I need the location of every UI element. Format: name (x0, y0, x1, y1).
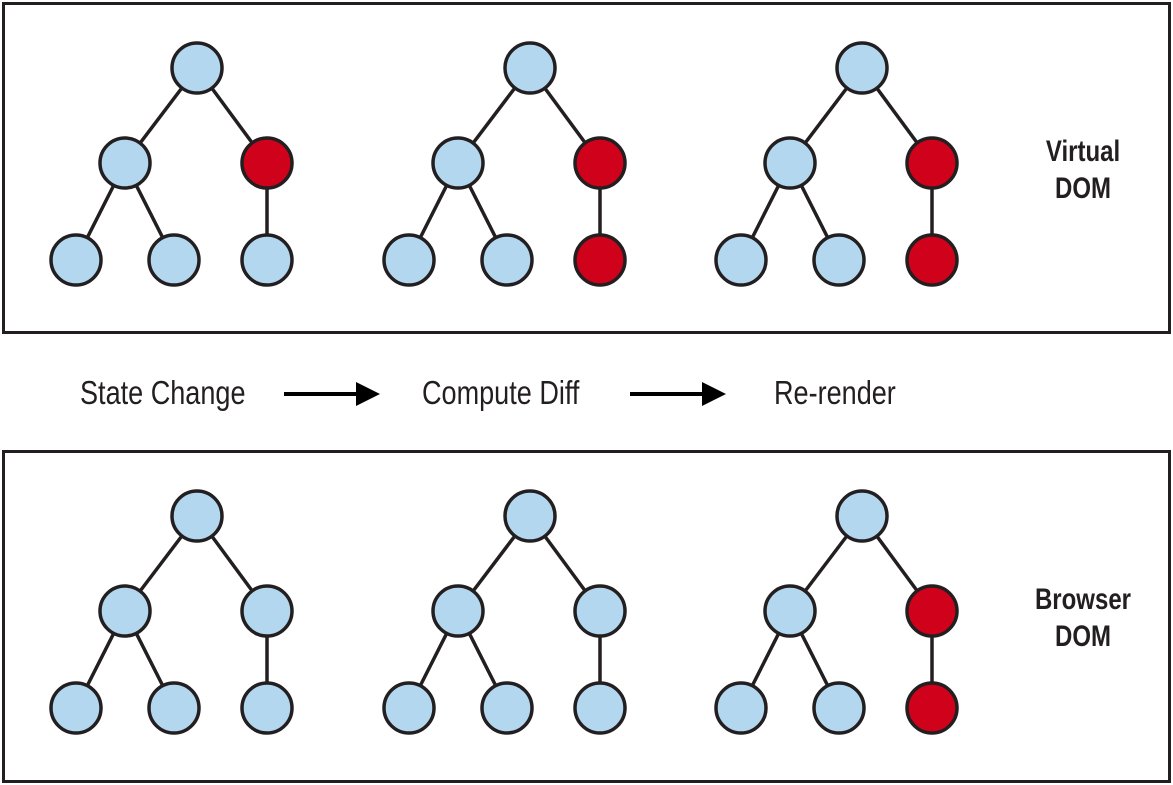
browser-dom-label: Browser DOM (1019, 581, 1147, 655)
virtual-dom-tree-1 (49, 41, 294, 287)
tree-node-root (835, 489, 889, 543)
step-state-change: State Change (80, 374, 246, 411)
tree-node-left-child (763, 584, 817, 638)
tree-node-left-grandchild (382, 681, 436, 735)
tree-node-mid-grandchild (480, 233, 534, 287)
tree-node-right-child-changed (905, 136, 959, 190)
tree-node-right-child-changed (240, 136, 294, 190)
tree-node-right-grandchild-changed (573, 233, 627, 287)
browser-dom-label-line-2: DOM (1055, 620, 1111, 653)
tree-node-right-grandchild (240, 681, 294, 735)
tree-node-mid-grandchild (812, 681, 866, 735)
tree-node-left-grandchild (714, 233, 768, 287)
virtual-dom-label-line-1: Virtual (1045, 135, 1121, 168)
tree-node-mid-grandchild (480, 681, 534, 735)
tree-node-left-child (98, 584, 152, 638)
virtual-dom-label-line-2: DOM (1055, 172, 1111, 205)
tree-node-root (503, 489, 557, 543)
tree-node-right-grandchild (573, 681, 627, 735)
browser-dom-tree-1 (49, 489, 294, 735)
tree-node-right-grandchild (240, 233, 294, 287)
step-compute-diff: Compute Diff (422, 374, 580, 411)
tree-node-root (170, 489, 224, 543)
tree-node-left-grandchild (382, 233, 436, 287)
browser-dom-tree-3 (714, 489, 959, 735)
virtual-dom-label: Virtual DOM (1019, 133, 1147, 207)
tree-node-left-grandchild (49, 233, 103, 287)
tree-node-right-grandchild-changed (905, 233, 959, 287)
tree-node-root (835, 41, 889, 95)
tree-node-left-child (431, 584, 485, 638)
tree-node-mid-grandchild (147, 233, 201, 287)
step-re-render: Re-render (774, 374, 896, 411)
tree-node-right-child (240, 584, 294, 638)
tree-node-left-grandchild (714, 681, 768, 735)
browser-dom-tree-2 (382, 489, 627, 735)
arrow-right-icon (630, 382, 726, 406)
tree-node-mid-grandchild (147, 681, 201, 735)
browser-dom-label-line-1: Browser (1034, 583, 1132, 616)
tree-node-left-grandchild (49, 681, 103, 735)
tree-node-left-child (763, 136, 817, 190)
arrow-right-icon (284, 382, 380, 406)
tree-node-right-child-changed (905, 584, 959, 638)
virtual-dom-tree-3 (714, 41, 959, 287)
tree-node-mid-grandchild (812, 233, 866, 287)
virtual-dom-tree-2 (382, 41, 627, 287)
tree-node-root (503, 41, 557, 95)
tree-node-right-child (573, 584, 627, 638)
tree-node-right-grandchild-changed (905, 681, 959, 735)
tree-node-left-child (431, 136, 485, 190)
tree-node-root (170, 41, 224, 95)
tree-node-right-child-changed (573, 136, 627, 190)
tree-node-left-child (98, 136, 152, 190)
